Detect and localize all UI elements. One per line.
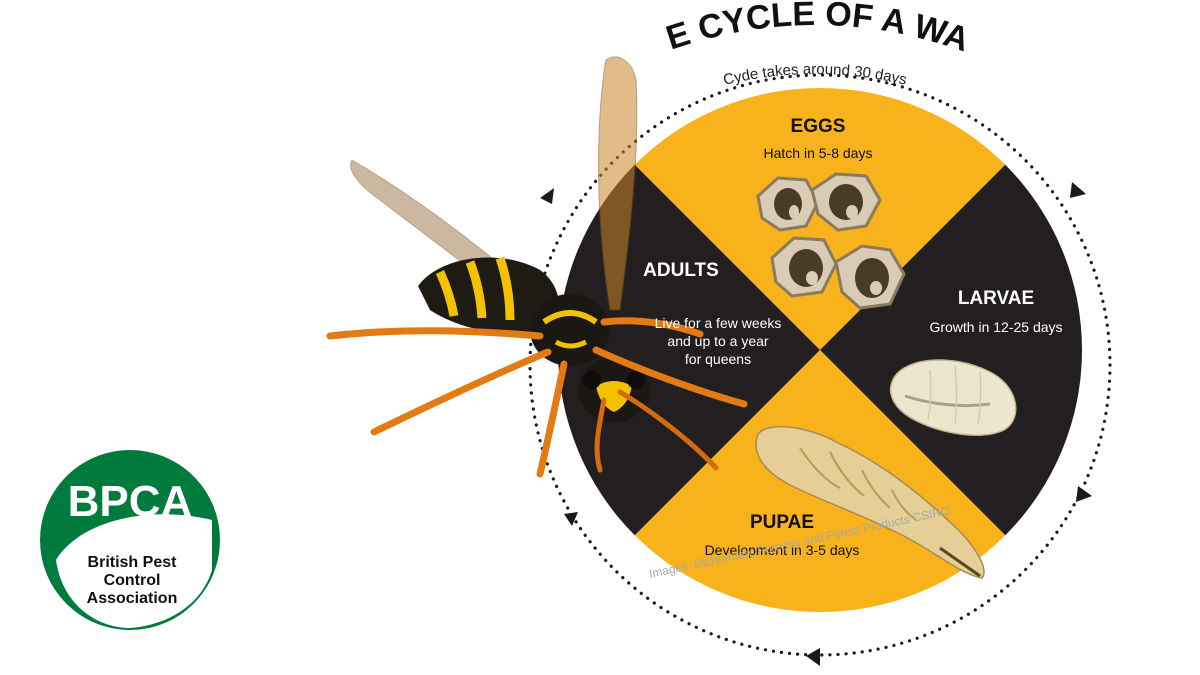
stage-name: LARVAE xyxy=(958,288,1034,309)
cycle-arrow-icon xyxy=(564,512,578,526)
stage-description: for queens xyxy=(685,351,751,367)
pupae-image xyxy=(755,425,985,579)
larvae-image xyxy=(889,359,1017,436)
stage-pupae: PUPAE Development in 3-5 days xyxy=(705,512,860,558)
stage-description: and up to a year xyxy=(667,333,769,349)
cycle-ring xyxy=(528,73,1112,657)
cycle-arrow-icon xyxy=(1070,182,1086,198)
bpca-logo: BPCA British Pest Control Association xyxy=(40,450,220,630)
logo-line: Association xyxy=(87,590,178,607)
stage-name: PUPAE xyxy=(750,512,814,533)
cycle-arrow-icon xyxy=(806,648,820,666)
eggs-image xyxy=(756,172,906,310)
stage-name: ADULTS xyxy=(643,260,719,281)
stage-description: Live for a few weeks xyxy=(655,315,782,331)
stage-description: Growth in 12-25 days xyxy=(929,319,1062,335)
diagram-title: LIFE CYCLE OF A WASP xyxy=(0,0,974,59)
logo-abbreviation: BPCA xyxy=(68,477,193,526)
wasp-image xyxy=(326,56,748,478)
logo-line: British Pest xyxy=(88,554,178,571)
stage-larvae: LARVAE Growth in 12-25 days xyxy=(929,288,1062,335)
stage-adults: ADULTS Live for a few weeks and up to a … xyxy=(643,260,781,367)
logo-line: Control xyxy=(104,572,161,589)
stage-description: Hatch in 5-8 days xyxy=(764,145,873,161)
stage-description: Development in 3-5 days xyxy=(705,542,860,558)
stage-name: EGGS xyxy=(791,116,846,137)
cycle-arrow-icon xyxy=(540,188,554,204)
stage-eggs: EGGS Hatch in 5-8 days xyxy=(764,116,873,161)
larvae-quadrant xyxy=(820,88,1082,612)
cycle-arrow-icon xyxy=(1076,486,1092,502)
